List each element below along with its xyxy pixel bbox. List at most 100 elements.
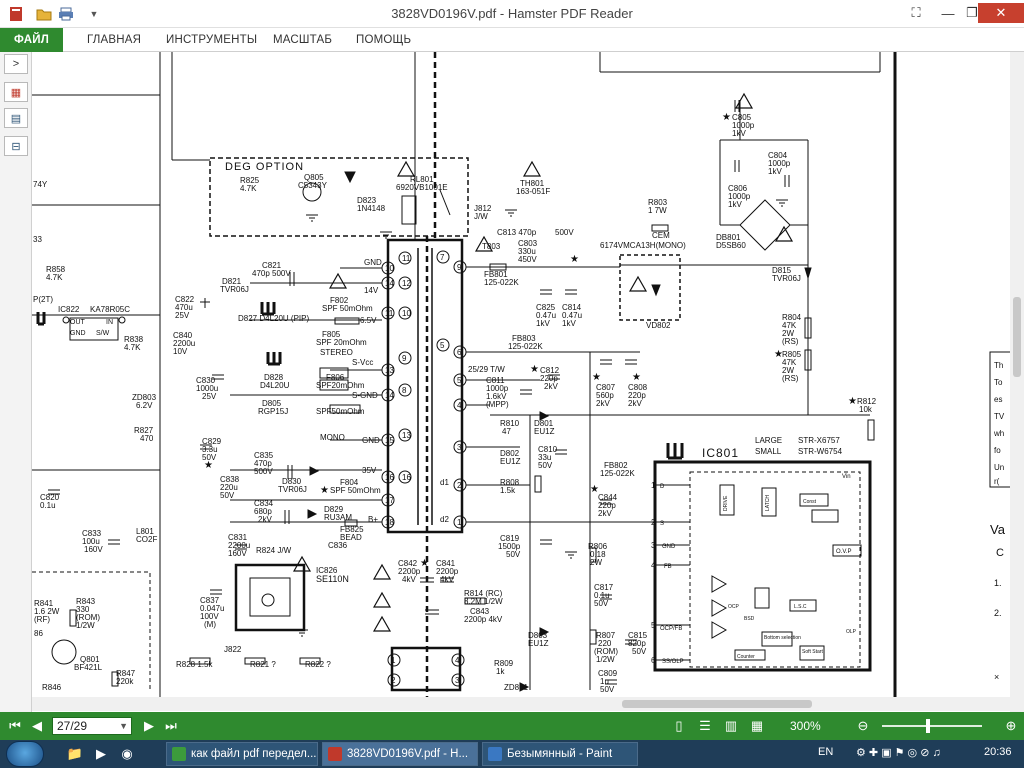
quick-access-dropdown-icon[interactable]: ▼ [89,9,99,19]
zoom-slider-thumb[interactable] [926,719,930,733]
tab-home[interactable]: ГЛАВНАЯ [87,34,142,46]
two-page-view-icon[interactable]: ▥ [724,718,738,733]
svg-text:2kV: 2kV [628,399,642,408]
svg-text:MONO: MONO [320,433,345,442]
svg-text:FB803: FB803 [512,334,536,343]
svg-text:D803: D803 [528,631,548,640]
document-view[interactable]: DEG OPTION RL801 6920VB1001E Q805 C5343Y… [32,52,1022,712]
close-button[interactable]: ✕ [978,3,1024,23]
svg-text:12: 12 [402,279,411,288]
next-page-icon[interactable]: ▶ [144,718,154,733]
svg-text:4: 4 [651,561,656,570]
svg-text:C821: C821 [262,261,282,270]
tray-icons[interactable]: ⚙ ✚ ▣ ⚑ ◎ ⊘ ♫ [856,747,941,759]
svg-text:OCP/FB: OCP/FB [660,626,682,632]
minimize-button[interactable]: — [941,5,955,21]
svg-text:C: C [996,547,1004,559]
svg-text:STEREO: STEREO [320,348,353,357]
svg-text:D805: D805 [262,399,282,408]
svg-text:470p 500V: 470p 500V [252,269,291,278]
svg-text:★: ★ [590,484,599,495]
expand-panel-button[interactable]: > [4,54,28,74]
svg-text:TVR06J: TVR06J [772,274,801,283]
page-dropdown-icon[interactable]: ▼ [119,721,128,731]
media-player-icon[interactable]: ▶ [96,746,106,761]
page-number-value: 27/29 [57,719,88,733]
start-button[interactable] [6,741,44,767]
tab-help[interactable]: ПОМОЩЬ [356,34,412,46]
fullscreen-button[interactable]: ⛶ [911,5,921,20]
zoom-slider[interactable] [882,725,982,727]
svg-text:13: 13 [402,431,411,440]
svg-text:0.47u: 0.47u [536,311,556,320]
deg-option-label: DEG OPTION [225,161,304,173]
page-number-input[interactable]: 27/29 ▼ [52,717,132,735]
svg-text:C838: C838 [220,475,240,484]
svg-text:S/W: S/W [96,330,110,337]
taskbar-item-pdf-reader[interactable]: 3828VD0196V.pdf - H... [322,742,478,766]
explorer-icon[interactable]: 📁 [66,746,84,761]
svg-text:74Y: 74Y [33,180,48,189]
horizontal-scroll-thumb[interactable] [622,700,812,708]
vertical-scrollbar[interactable] [1010,52,1024,712]
annotations-icon[interactable]: ⊟ [4,136,28,156]
pages-icon[interactable]: ▤ [4,108,28,128]
last-page-icon[interactable]: ⏭ [165,718,177,733]
svg-text:Vin: Vin [842,474,851,480]
continuous-view-icon[interactable]: ☰ [699,718,711,733]
taskbar-item-browser[interactable]: как файл pdf передел... [166,742,318,766]
language-indicator[interactable]: EN [818,746,834,758]
svg-text:S-Vcc: S-Vcc [352,358,373,367]
tab-zoom[interactable]: МАСШТАБ [273,34,333,46]
svg-text:0.047u: 0.047u [200,604,224,613]
tab-tools[interactable]: ИНСТРУМЕНТЫ [166,34,258,46]
side-panel: > ▦ ▤ ⊟ [0,52,32,712]
svg-text:125-022K: 125-022K [508,342,543,351]
svg-text:BSD: BSD [744,616,755,622]
svg-text:RL801: RL801 [410,175,434,184]
svg-text:C844: C844 [598,493,618,502]
bookmarks-icon[interactable]: ▦ [4,82,28,102]
clock[interactable]: 20:36 [984,746,1012,758]
single-page-view-icon[interactable]: ▯ [675,718,683,733]
taskbar-item-paint[interactable]: Безымянный - Paint [482,742,638,766]
print-icon[interactable] [56,4,76,24]
zoom-out-icon[interactable]: ⊖ [857,718,869,733]
svg-text:R805: R805 [782,350,802,359]
svg-text:D830: D830 [282,477,302,486]
svg-text:Th: Th [994,361,1003,370]
tab-file[interactable]: ФАЙЛ [0,28,63,52]
open-folder-icon[interactable] [34,4,54,24]
svg-text:100V: 100V [200,612,219,621]
svg-text:11: 11 [402,254,411,263]
svg-text:15: 15 [385,436,394,445]
maximize-button[interactable]: ❐ [966,5,978,20]
chrome-icon[interactable]: ◉ [121,746,133,761]
svg-text:RU3AM: RU3AM [324,513,352,522]
svg-text:C809: C809 [598,669,618,678]
svg-text:D827 D4L20U (PIP): D827 D4L20U (PIP) [238,314,309,323]
svg-text:220k: 220k [116,677,134,686]
svg-text:18: 18 [385,518,394,527]
svg-text:10: 10 [402,309,411,318]
svg-text:TVR06J: TVR06J [220,285,249,294]
vertical-scroll-thumb[interactable] [1013,297,1021,377]
taskbar-item-label: как файл pdf передел... [191,748,317,760]
first-page-icon[interactable]: ⏮ [9,718,21,733]
svg-text:2kV: 2kV [258,515,272,524]
svg-text:8: 8 [402,386,407,395]
svg-text:R858: R858 [46,265,66,274]
horizontal-scrollbar[interactable] [32,697,1010,711]
prev-page-icon[interactable]: ◀ [32,718,42,733]
svg-text:100u: 100u [82,537,100,546]
zoom-level: 300% [790,719,821,733]
grid-view-icon[interactable]: ▦ [750,718,764,733]
svg-text:★: ★ [848,396,857,407]
zoom-in-icon[interactable]: ⊕ [1005,718,1017,733]
svg-text:R810: R810 [500,419,520,428]
svg-text:FB802: FB802 [604,461,628,470]
svg-text:Counter: Counter [737,654,755,660]
svg-text:r(: r( [994,477,1000,486]
app-logo-icon[interactable] [6,4,26,24]
svg-text:1.5k: 1.5k [500,486,516,495]
